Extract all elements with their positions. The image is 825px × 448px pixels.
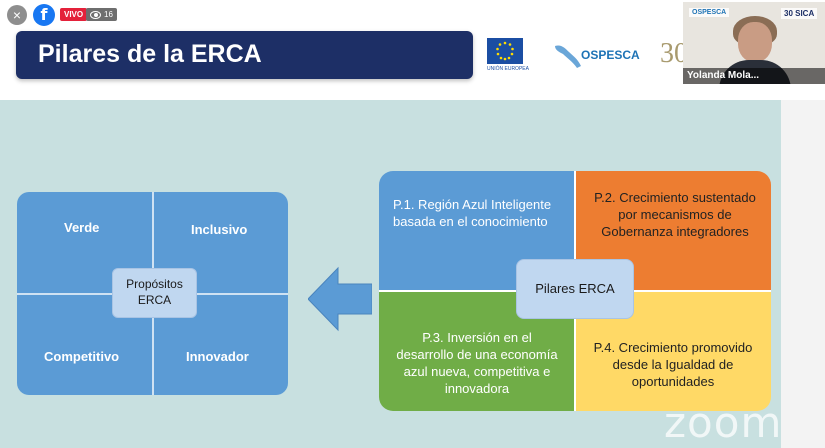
eu-flag-icon	[487, 38, 523, 64]
pillar-p1: P.1. Región Azul Inteligente basada en e…	[379, 171, 575, 291]
p3-line-3: azul nueva, competitiva e	[403, 364, 551, 379]
close-icon[interactable]: ×	[7, 5, 27, 25]
p4-line-2: desde la Igualdad de	[612, 357, 734, 372]
participant-name-bar: Yolanda Mola...	[683, 68, 825, 84]
pilares-center-box: Pilares ERCA	[516, 259, 634, 319]
video-logo-right: 30 SICA	[781, 8, 818, 19]
cell-competitivo: Competitivo	[44, 349, 120, 364]
viewer-count-badge: 16	[86, 8, 117, 21]
p1-line-1: P.1. Región Azul Inteligente	[393, 197, 552, 212]
zoom-watermark: zoom	[664, 398, 783, 447]
propositos-center-box: Propósitos ERCA	[112, 268, 197, 318]
p1-line-2: basada en el conocimiento	[393, 214, 548, 229]
p2-line-2: por mecanismos de	[618, 207, 732, 222]
slide-title-bar: Pilares de la ERCA	[16, 31, 473, 79]
viewer-count: 16	[104, 10, 113, 19]
slide-right-edge	[781, 100, 825, 448]
p2-line-3: Gobernanza integradores	[601, 224, 749, 239]
slide-title: Pilares de la ERCA	[38, 40, 262, 68]
video-logo-left: OSPESCA	[689, 8, 730, 17]
participant-face	[738, 22, 772, 62]
pillar-p2: P.2. Crecimiento sustentado por mecanism…	[575, 171, 771, 291]
p4-line-3: oportunidades	[631, 374, 715, 389]
p4-line-1: P.4. Crecimiento promovido	[593, 340, 753, 355]
cell-inclusivo: Inclusivo	[191, 222, 248, 237]
live-badge: VIVO	[60, 8, 88, 21]
ospesca-text: OSPESCA	[581, 48, 640, 62]
central-america-map-icon	[555, 45, 581, 68]
cell-verde: Verde	[64, 220, 100, 235]
propositos-grid: Verde Inclusivo Competitivo Innovador Pr…	[17, 192, 288, 395]
p3-line-1: P.3. Inversión en el	[422, 330, 532, 345]
left-arrow-icon	[308, 266, 372, 332]
participant-video-tile[interactable]: OSPESCA 30 SICA Yolanda Mola...	[683, 2, 825, 84]
p3-line-4: innovadora	[444, 381, 510, 396]
propositos-line-2: ERCA	[137, 293, 172, 307]
facebook-icon[interactable]: f	[33, 4, 55, 26]
participant-name: Yolanda Mola...	[687, 70, 760, 81]
ospesca-logo: OSPESCA	[553, 40, 643, 72]
p2-line-1: P.2. Crecimiento sustentado	[594, 190, 756, 205]
eye-icon	[90, 10, 101, 19]
cell-innovador: Innovador	[186, 349, 249, 364]
propositos-line-1: Propósitos	[126, 277, 183, 291]
eu-logo: UNIÓN EUROPEA	[487, 38, 529, 74]
pillars-grid: P.1. Región Azul Inteligente basada en e…	[379, 171, 771, 411]
p3-line-2: desarrollo de una economía	[396, 347, 558, 362]
eu-label: UNIÓN EUROPEA	[487, 66, 529, 72]
